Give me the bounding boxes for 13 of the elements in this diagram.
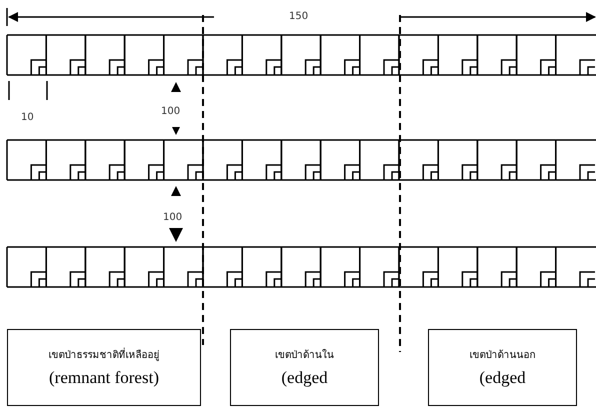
zone-english-name: (edged (479, 368, 526, 388)
dimension-label: 150 (289, 11, 308, 22)
zone-label-box (7, 329, 201, 406)
zone-english-name: (edged (281, 368, 328, 388)
dimension-label: 10 (21, 112, 34, 123)
zone-label-box (230, 329, 379, 406)
zone-name: เขตป่าธรรมชาติที่เหลืออยู่ (48, 347, 160, 362)
zone-label-box (428, 329, 577, 406)
dimension-label: 100 (161, 106, 180, 117)
dimension-label: 100 (163, 212, 182, 223)
zone-english-name: (remnant forest) (49, 368, 159, 388)
zone-name: เขตป่าด้านนอก (470, 348, 536, 362)
zone-name: เขตป่าด้านใน (275, 348, 334, 362)
